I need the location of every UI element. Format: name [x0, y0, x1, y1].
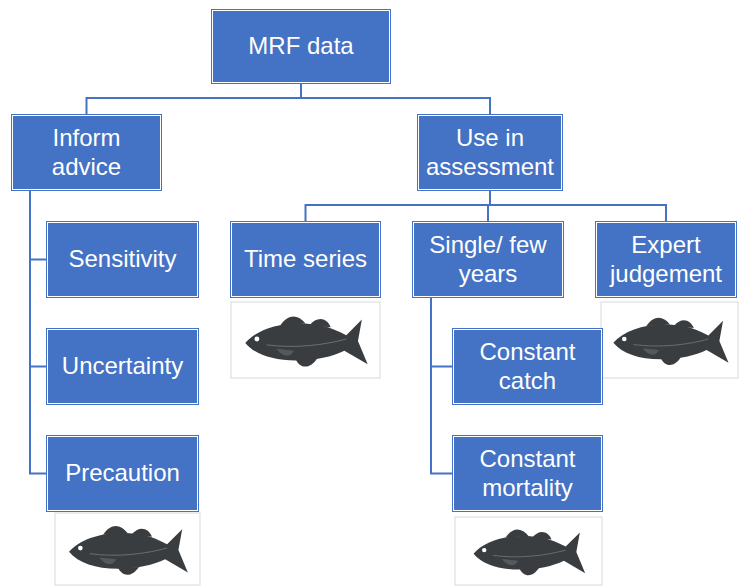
box-label: MRF data	[248, 32, 353, 61]
box-label: Precaution	[65, 459, 180, 488]
box-label: Time series	[244, 245, 367, 274]
process-box: Constant mortality	[453, 436, 602, 511]
tree-connector	[431, 297, 453, 474]
process-box: Precaution	[47, 436, 198, 511]
tree-connector	[30, 190, 47, 474]
box-label: Uncertainty	[62, 352, 183, 381]
box-label: Constant catch	[462, 338, 593, 396]
tree-connector	[301, 83, 490, 115]
tree-connector	[87, 83, 302, 115]
process-box: Constant catch	[453, 329, 602, 404]
fish-picture	[231, 302, 380, 378]
process-box: Sensitivity	[47, 222, 198, 297]
tree-connector	[431, 297, 453, 367]
tree-connector	[306, 190, 491, 222]
process-box: Use in assessment	[418, 115, 562, 190]
process-box: MRF data	[212, 10, 390, 83]
fish-picture	[55, 513, 200, 585]
box-label: Inform advice	[21, 124, 152, 182]
box-label: Expert judgement	[605, 231, 727, 289]
tree-connector	[490, 190, 666, 222]
process-box: Expert judgement	[596, 222, 736, 297]
box-label: Constant mortality	[462, 445, 593, 503]
process-box: Time series	[231, 222, 380, 297]
box-label: Single/ few years	[422, 231, 554, 289]
fish-picture	[601, 302, 738, 378]
fish-picture	[455, 517, 602, 585]
box-label: Use in assessment	[426, 124, 554, 182]
process-box: Inform advice	[12, 115, 161, 190]
box-label: Sensitivity	[68, 245, 176, 274]
process-box: Single/ few years	[413, 222, 563, 297]
process-box: Uncertainty	[47, 329, 198, 404]
tree-connector	[30, 190, 47, 367]
tree-connector	[30, 190, 47, 260]
